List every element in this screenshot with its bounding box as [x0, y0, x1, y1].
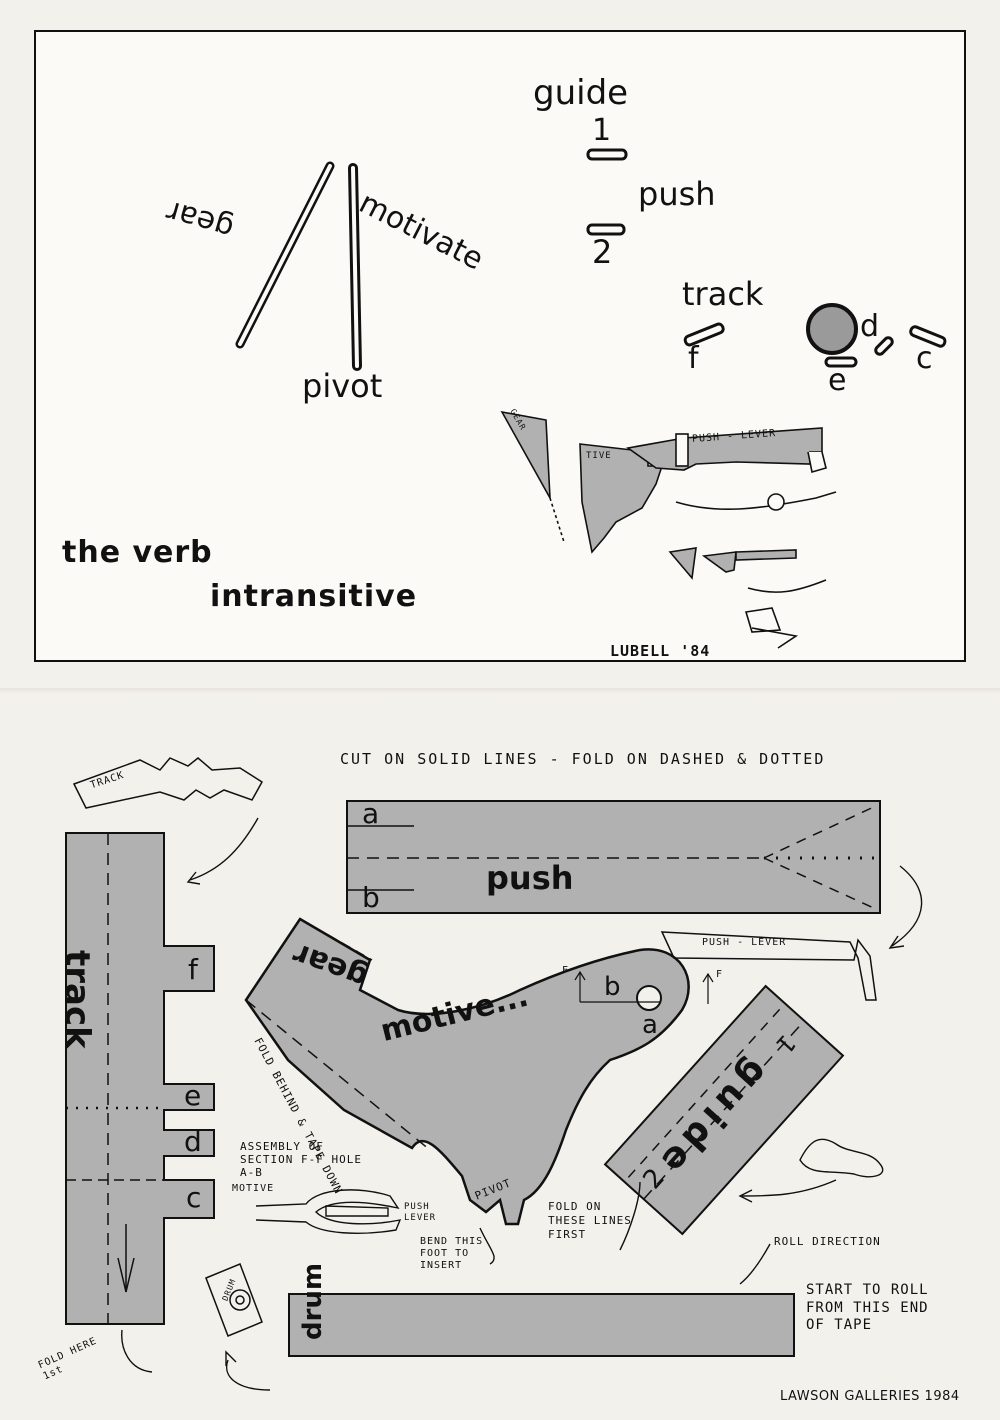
- track-tab-f: f: [188, 953, 198, 986]
- credit-line: LAWSON GALLERIES 1984: [780, 1389, 960, 1404]
- track-tab-e: e: [184, 1079, 202, 1112]
- label-e: e: [828, 363, 847, 398]
- vertical-rod-icon: [348, 163, 362, 371]
- push-lever-small-note: PUSH LEVER: [404, 1202, 437, 1223]
- arrows-icon: [121, 817, 923, 1391]
- drum-piece-label: drum: [298, 1262, 328, 1340]
- push-lever-sketch-icon: [660, 931, 877, 1001]
- title-line-1: the verb: [62, 535, 213, 570]
- drum-piece-icon: [288, 1293, 795, 1357]
- push-piece-icon: [346, 800, 881, 914]
- track-slot-d-icon: [874, 336, 894, 356]
- guide-slot-2-icon: [586, 223, 626, 236]
- fold-crease: [0, 688, 1000, 694]
- drum-circle-icon: [806, 303, 858, 355]
- track-slot-e-icon: [824, 356, 858, 368]
- push-label-a: a: [362, 797, 380, 830]
- fold-first-note: FOLD ON THESE LINES FIRST: [548, 1200, 632, 1241]
- roll-direction-note: ROLL DIRECTION: [774, 1235, 881, 1248]
- track-tab-d: d: [184, 1125, 202, 1158]
- track-slot-c-icon: [909, 325, 947, 348]
- label-d: d: [860, 309, 880, 344]
- instruction-text: CUT ON SOLID LINES - FOLD ON DASHED & DO…: [340, 750, 826, 768]
- label-guide-2: 2: [592, 233, 613, 271]
- guide-slot-1-icon: [586, 148, 628, 161]
- top-line-art: [235, 148, 947, 649]
- signature: LUBELL '84: [610, 642, 711, 660]
- top-panel: guide 1 push 2 gear motivate pivot track…: [34, 30, 966, 662]
- motive-piece-icon: [244, 917, 714, 1226]
- bend-note: BEND THIS FOOT TO INSERT: [420, 1236, 484, 1271]
- label-pivot: pivot: [302, 367, 383, 405]
- motive-small-note: MOTIVE: [232, 1183, 275, 1194]
- label-push: push: [638, 175, 716, 213]
- roll-sketch-icon: [205, 1263, 263, 1337]
- sketch-label-tive: TIVE: [586, 451, 612, 461]
- curl-sketch-icon: [799, 1138, 884, 1178]
- label-c: c: [916, 341, 933, 376]
- fold-mark-f-left: F: [562, 965, 570, 976]
- title-line-2: intransitive: [210, 579, 418, 614]
- label-guide: guide: [533, 73, 629, 113]
- track-slot-f-icon: [683, 322, 725, 347]
- track-tab-c: c: [186, 1181, 202, 1214]
- start-roll-note: START TO ROLL FROM THIS END OF TAPE: [806, 1282, 929, 1333]
- track-sketch-icon: [72, 757, 263, 809]
- push-label-b: b: [362, 881, 380, 914]
- label-guide-1: 1: [592, 113, 612, 148]
- push-piece-label: push: [486, 859, 574, 897]
- assembly-note: ASSEMBLY OF SECTION F-F HOLE A-B: [240, 1140, 362, 1180]
- fold-mark-f-right: F: [716, 969, 724, 980]
- label-track: track: [682, 275, 764, 313]
- track-piece-icon: [65, 832, 215, 1325]
- label-f: f: [688, 341, 699, 376]
- track-piece-label: track: [57, 950, 97, 1049]
- assembly-sketch-icon: [500, 410, 837, 649]
- tilted-rod-icon: [235, 161, 335, 349]
- push-lever-note: PUSH - LEVER: [702, 937, 787, 948]
- motive-hole-b: b: [604, 972, 621, 1002]
- motive-hole-a: a: [642, 1010, 658, 1040]
- guide-piece-icon: [603, 984, 845, 1236]
- assembly-detail-icon: [255, 1189, 402, 1234]
